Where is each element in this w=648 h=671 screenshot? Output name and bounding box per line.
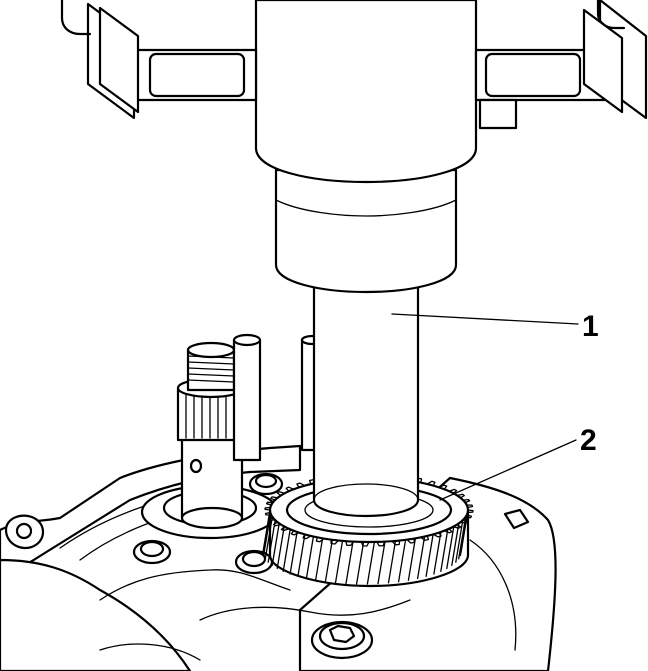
gear-tooth — [330, 538, 340, 545]
callout-2: 2 — [439, 424, 597, 501]
gear-tooth — [302, 533, 312, 540]
gear-tooth-line — [366, 541, 376, 585]
callout-label-2: 2 — [580, 424, 597, 457]
gear-tooth-line — [451, 522, 460, 567]
gear-tooth — [464, 514, 473, 519]
gear-tooth — [448, 488, 458, 494]
gear-tooth-line — [305, 535, 315, 580]
gear-tooth-line — [458, 516, 467, 560]
gear-tooth-line — [271, 522, 280, 567]
gear-tooth — [438, 484, 448, 490]
gear-tooth-line — [446, 525, 455, 570]
gear-tooth-line — [324, 539, 334, 583]
gear-tooth — [280, 526, 290, 532]
gear-tooth-line — [262, 509, 271, 553]
gear-tooth-line — [345, 540, 354, 585]
gear-tooth — [360, 541, 370, 547]
press-arm-left — [60, 0, 258, 120]
gear-tooth-line — [440, 528, 449, 573]
gear-tooth-line — [425, 533, 434, 578]
gear-tooth — [452, 523, 462, 529]
gear-tooth-line — [397, 539, 407, 583]
gear-tooth-line — [314, 537, 324, 581]
press-tool — [60, 0, 648, 294]
gear-tooth — [443, 528, 453, 534]
housing-bolt — [248, 472, 284, 496]
gear-tooth-line — [387, 540, 397, 584]
gear-tooth — [315, 536, 325, 543]
gear-tooth — [462, 498, 471, 504]
gear-tooth — [432, 531, 442, 538]
leader-line-2 — [439, 439, 577, 501]
gear-tooth — [466, 504, 474, 509]
housing-bolt — [234, 549, 274, 575]
gear-tooth-line — [276, 525, 285, 570]
gear-tooth-line — [416, 535, 426, 580]
gear-tooth-line — [455, 519, 464, 563]
callout-1: 1 — [391, 310, 599, 343]
gear-tooth-line — [267, 519, 276, 563]
gear-tooth — [456, 493, 465, 499]
guide-pin — [232, 333, 262, 462]
gear-tooth — [273, 521, 282, 527]
gear-tooth — [270, 496, 279, 501]
gear-tooth — [264, 511, 272, 516]
gear-tooth-line — [433, 531, 442, 575]
gear-tooth-line — [459, 512, 469, 557]
gear-tooth — [406, 537, 416, 544]
gear-tooth — [267, 516, 276, 522]
gear-tooth — [264, 506, 271, 511]
gear-tooth-line — [264, 516, 273, 560]
gear-tooth — [467, 509, 474, 514]
gear-tooth — [345, 540, 355, 547]
gear-tooth — [276, 491, 286, 497]
housing-bolt — [132, 539, 172, 565]
gear-tooth — [376, 540, 386, 547]
drain-plug — [310, 620, 374, 660]
gear-tooth — [459, 519, 468, 524]
gear-tooth-line — [407, 537, 417, 581]
gear-tooth — [290, 530, 300, 536]
press-shaft — [312, 278, 420, 518]
gear-tooth-line — [297, 533, 306, 578]
gear-tooth — [391, 539, 401, 546]
press-arm-right — [474, 0, 648, 130]
gear-tooth-line — [282, 528, 291, 573]
callout-label-1: 1 — [582, 310, 599, 343]
gear-tooth-line — [377, 540, 386, 585]
leader-line-1 — [391, 313, 579, 325]
gear-tooth — [296, 482, 306, 489]
gear-tooth — [285, 486, 295, 492]
gear-tooth-line — [289, 531, 298, 575]
gear-tooth — [420, 535, 430, 541]
gear-tooth-line — [334, 540, 344, 584]
gear-tooth-line — [355, 541, 365, 585]
gear-tooth — [426, 480, 436, 487]
gear-tooth — [265, 501, 274, 506]
